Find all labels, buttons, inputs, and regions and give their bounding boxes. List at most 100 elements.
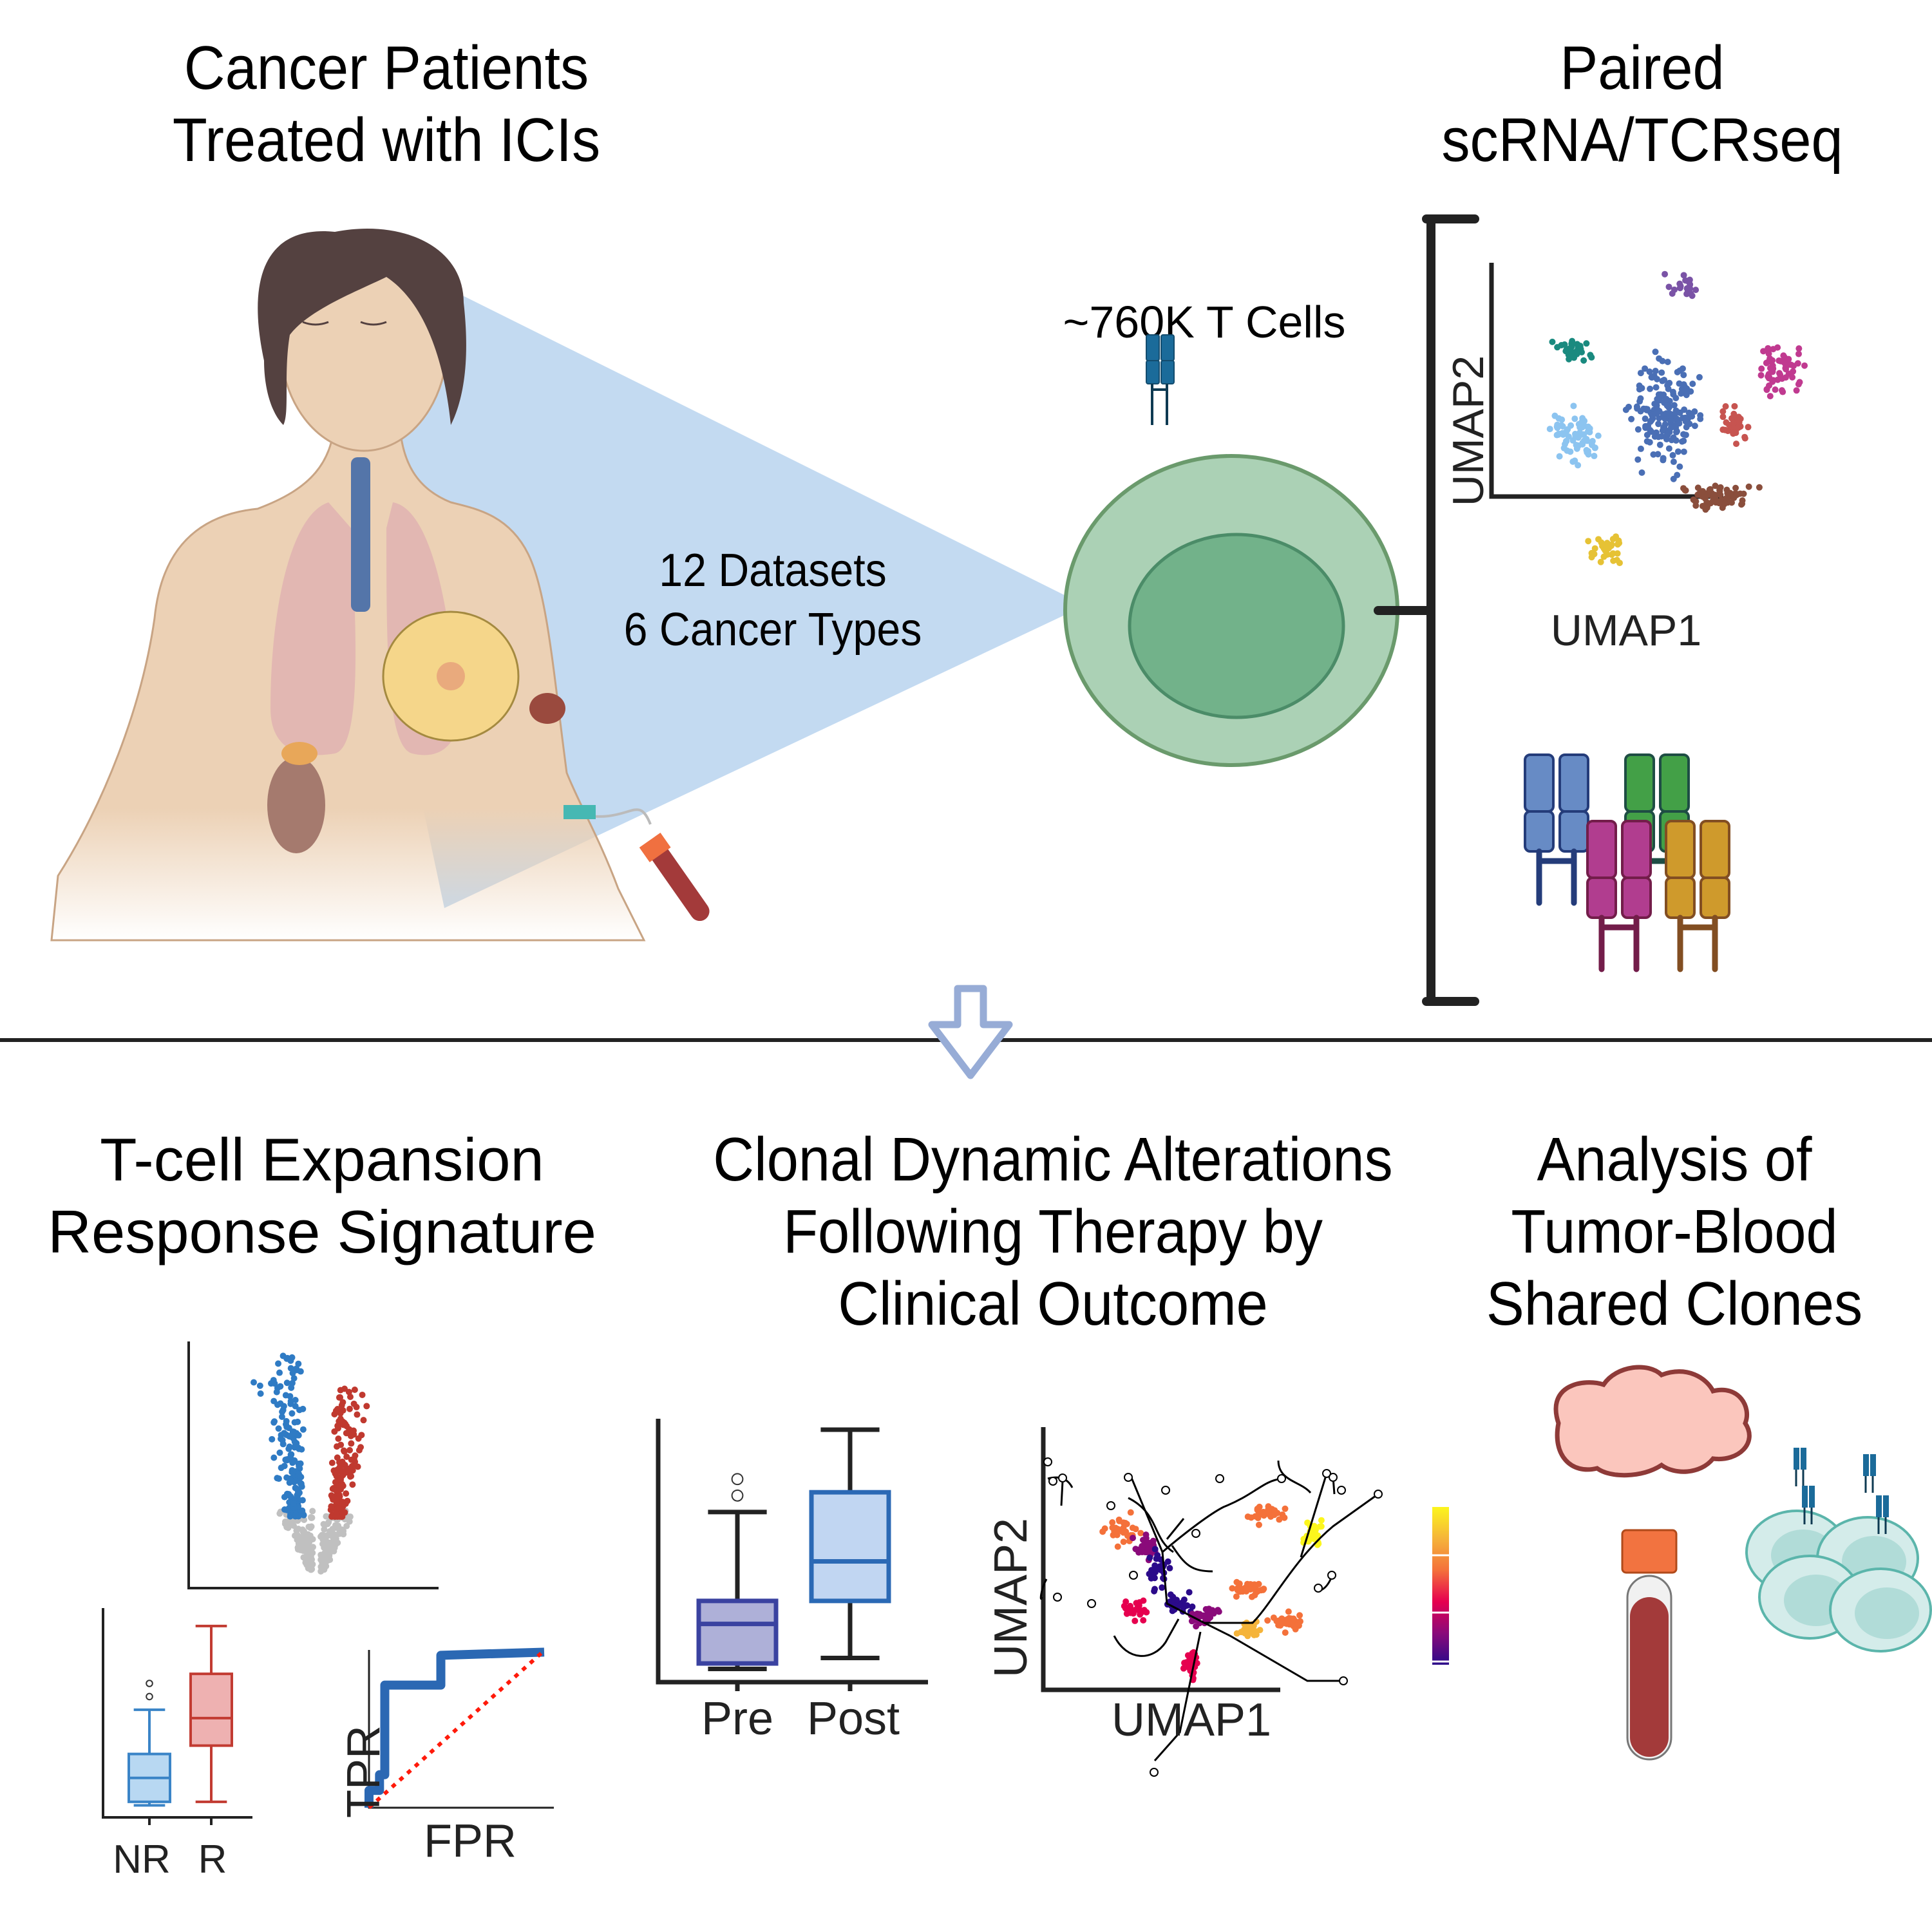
umap-point-blue [1676, 420, 1683, 427]
umap-point-purple [1676, 285, 1683, 292]
umap-point-red [1735, 424, 1742, 431]
umap-point-magenta [1770, 365, 1777, 372]
trajectory-point [1151, 1587, 1158, 1595]
trajectory-point [1282, 1505, 1289, 1512]
trajectory-branch [1153, 1631, 1202, 1761]
umap-point-magenta [1782, 374, 1789, 381]
volcano-point-ns [319, 1559, 326, 1566]
volcano-point-up [350, 1400, 357, 1407]
blood-tube-icon [1621, 1529, 1678, 1761]
trajectory-endpoint [1327, 1571, 1336, 1580]
umap-point-blue [1648, 428, 1655, 435]
umap-point-red [1719, 413, 1727, 421]
trajectory-point [1209, 1607, 1216, 1614]
volcano-point-ns [302, 1544, 309, 1551]
trajectory-point [1281, 1514, 1288, 1521]
umap-point-blue [1657, 391, 1664, 398]
volcano-point-ns [330, 1537, 337, 1544]
trajectory-endpoint [1374, 1490, 1383, 1499]
umap-point-brown [1712, 482, 1719, 489]
umap-point-teal [1588, 354, 1595, 361]
umap-point-red [1730, 430, 1738, 437]
trajectory-point [1271, 1511, 1278, 1519]
trajectory-endpoint [1337, 1486, 1346, 1495]
tcr-chain-alpha [1876, 1495, 1882, 1517]
tcr-stalk [1795, 1470, 1804, 1486]
volcano-point-down [276, 1369, 283, 1376]
box-r [189, 1624, 233, 1803]
umap-point-magenta [1779, 388, 1786, 395]
umap-point-light-blue [1575, 462, 1582, 469]
umap-point-magenta [1793, 387, 1800, 394]
umap-point-blue [1653, 410, 1660, 417]
trajectory-endpoint [1043, 1457, 1052, 1466]
volcano-point-ns [308, 1523, 315, 1530]
umap-point-red [1741, 433, 1748, 440]
volcano-point-ns [320, 1532, 327, 1539]
volcano-point-ns [321, 1549, 328, 1557]
umap-point-magenta [1763, 386, 1770, 393]
trajectory-point [1136, 1599, 1143, 1606]
umap-point-magenta [1763, 359, 1770, 366]
volcano-point-down [290, 1500, 297, 1507]
trajectory-point [1265, 1504, 1272, 1511]
umap-point-blue [1664, 358, 1671, 365]
volcano-point-up [335, 1435, 342, 1442]
umap-point-light-blue [1579, 440, 1586, 448]
trajectory-point [1180, 1665, 1187, 1672]
trajectory-endpoint [1087, 1599, 1096, 1608]
trajectory-point [1282, 1629, 1289, 1636]
trajectory-point [1101, 1525, 1108, 1532]
umap-point-blue [1667, 424, 1674, 431]
umap-point-blue [1664, 382, 1671, 389]
skin-lesion [529, 693, 565, 724]
trajectory-point [1318, 1523, 1325, 1530]
volcano-point-up [343, 1454, 350, 1461]
umap-point-blue [1680, 372, 1687, 379]
trajectory-endpoint [1161, 1486, 1170, 1495]
volcano-point-up [346, 1405, 354, 1412]
volcano-point-up [339, 1503, 346, 1510]
volcano-point-up [346, 1446, 354, 1454]
umap-point-blue [1674, 471, 1681, 478]
roc-curve-line [365, 1647, 545, 1808]
tcr-chain-beta [1870, 1454, 1876, 1476]
umap-point-brown [1680, 485, 1687, 492]
trajectory-point [1292, 1625, 1299, 1633]
trajectory-point [1285, 1608, 1292, 1615]
volcano-axes [187, 1341, 439, 1589]
volcano-point-down [271, 1380, 278, 1387]
umap-point-light-blue [1572, 430, 1579, 437]
box-nr-label: NR [113, 1837, 171, 1882]
volcano-point-down [278, 1435, 285, 1443]
volcano-point-up [334, 1495, 341, 1502]
umap-point-red [1723, 419, 1730, 426]
umap-point-blue [1643, 438, 1651, 445]
umap-point-blue [1672, 429, 1680, 436]
trajectory-endpoint [1058, 1473, 1067, 1482]
umap-point-light-blue [1570, 402, 1577, 410]
trajectory-point [1114, 1526, 1121, 1533]
trajectory-point [1255, 1515, 1262, 1522]
umap-point-brown [1717, 491, 1724, 498]
umap-point-brown [1724, 495, 1731, 502]
volcano-point-up [334, 1406, 341, 1413]
umap-point-yellow [1591, 545, 1598, 552]
umap-point-blue [1637, 395, 1644, 402]
box-pre-label: Pre [701, 1693, 774, 1745]
umap-point-red [1745, 424, 1752, 431]
umap-point-blue [1689, 413, 1696, 420]
umap-point-blue [1655, 421, 1662, 428]
umap-point-teal [1574, 341, 1581, 348]
trajectory-point [1265, 1511, 1273, 1518]
volcano-point-up [337, 1387, 344, 1394]
volcano-point-up [348, 1456, 355, 1463]
umap-point-blue [1652, 348, 1659, 355]
trajectory-point [1115, 1516, 1122, 1523]
umap-point-teal [1561, 341, 1568, 348]
volcano-point-down [289, 1370, 296, 1377]
trajectory-branch [1204, 1493, 1379, 1624]
box-outlier [146, 1680, 153, 1687]
